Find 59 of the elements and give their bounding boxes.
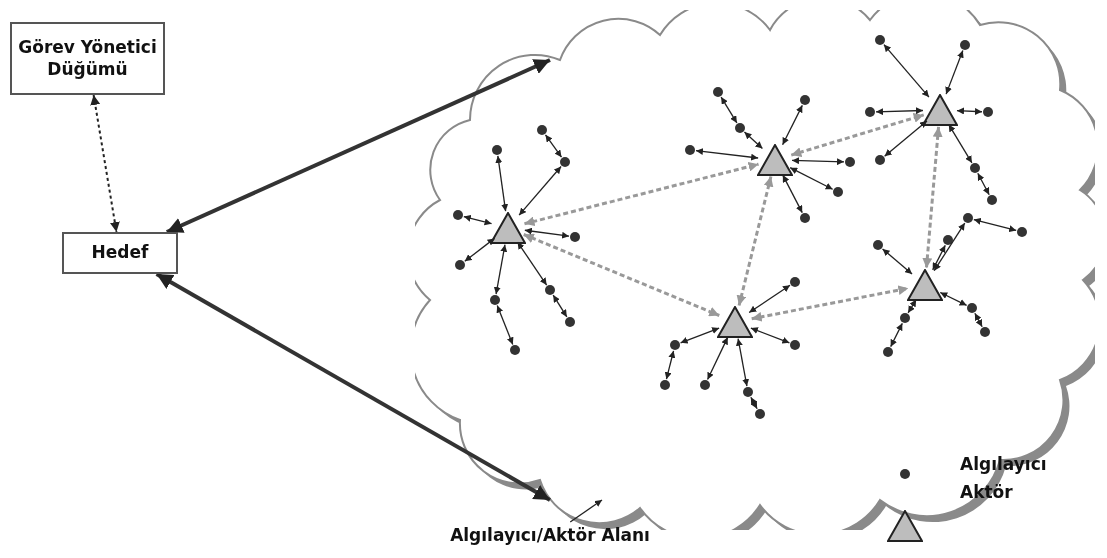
arrow	[933, 222, 966, 272]
arrow	[544, 134, 563, 158]
actor-triangle	[922, 94, 958, 126]
arrow	[750, 327, 791, 344]
process-box: Hedef	[62, 232, 178, 274]
arrow	[883, 43, 930, 98]
arrow	[974, 312, 983, 328]
arrow	[523, 233, 720, 317]
arrow	[463, 214, 493, 226]
arrow	[524, 227, 570, 239]
arrow	[790, 113, 925, 157]
arrow	[518, 165, 562, 216]
actor-triangle	[490, 212, 526, 244]
arrow	[956, 107, 983, 115]
arrow	[922, 126, 943, 269]
arrow	[973, 217, 1017, 233]
arrow	[751, 285, 909, 322]
arrow	[907, 298, 917, 314]
arrow	[939, 291, 968, 306]
arrow	[743, 131, 764, 150]
arrow	[165, 58, 551, 234]
arrow	[493, 244, 508, 295]
arrow	[881, 248, 913, 275]
arrow	[735, 338, 750, 387]
arrow	[789, 167, 834, 190]
legend-label: Aktör	[960, 481, 1013, 504]
arrow	[977, 172, 990, 196]
arrow	[748, 284, 791, 314]
arrow	[883, 120, 928, 157]
arrow	[781, 104, 803, 146]
actor-triangle	[717, 306, 753, 338]
arrow	[155, 272, 551, 502]
arrow	[495, 155, 509, 212]
arrow	[90, 94, 120, 233]
arrow	[932, 244, 946, 271]
arrow	[552, 294, 568, 318]
legend-label: Algılayıcı	[960, 453, 1047, 476]
arrow	[945, 49, 964, 95]
arrow	[464, 237, 496, 262]
arrow	[750, 396, 758, 410]
actor-triangle	[757, 144, 793, 176]
actor-triangle	[907, 269, 943, 301]
arrow	[720, 96, 738, 124]
leader-line	[569, 499, 603, 523]
arrow	[948, 123, 973, 164]
arrow	[782, 174, 803, 214]
arrow	[706, 336, 729, 381]
arrow	[890, 322, 903, 348]
arrow	[496, 304, 514, 346]
arrow	[664, 350, 676, 380]
arrow	[516, 241, 548, 286]
arrow	[695, 148, 759, 161]
process-box: Görev Yönetici Düğümü	[10, 22, 165, 95]
arrow	[736, 176, 774, 306]
area-label: Algılayıcı/Aktör Alanı	[395, 522, 705, 550]
arrow	[791, 157, 845, 166]
arrow	[875, 107, 924, 116]
arrow	[679, 327, 720, 344]
arrow	[524, 161, 759, 227]
